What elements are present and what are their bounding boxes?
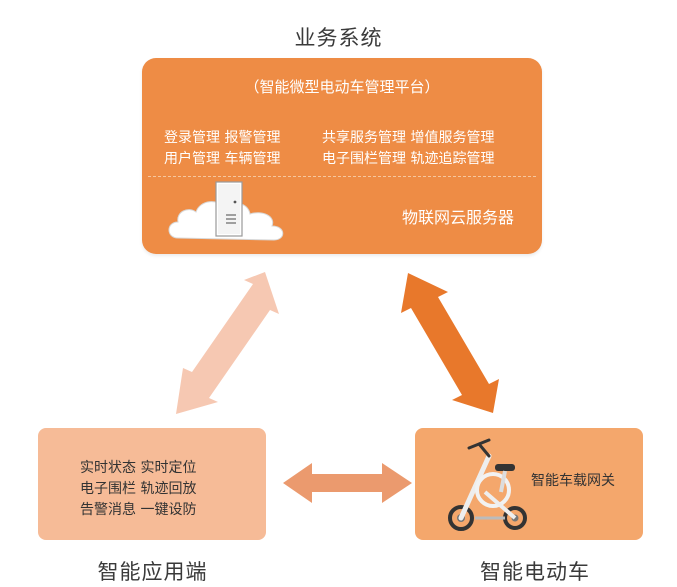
dashed-divider bbox=[148, 176, 536, 177]
app-functions: 实时状态 实时定位 电子围栏 轨迹回放 告警消息 一键设防 bbox=[80, 458, 196, 521]
business-system-title: 业务系统 bbox=[294, 26, 383, 50]
app-client-title: 智能应用端 bbox=[97, 560, 208, 584]
vehicle-gateway-label: 智能车载网关 bbox=[531, 473, 615, 489]
function-row: 用户管理 车辆管理 bbox=[164, 151, 281, 167]
app-function-row: 电子围栏 轨迹回放 bbox=[80, 481, 197, 497]
platform-name: （智能微型电动车管理平台） bbox=[244, 78, 440, 96]
cloud-platform-box: （智能微型电动车管理平台） 登录管理 报警管理 用户管理 车辆管理 共享服务管理… bbox=[142, 58, 542, 254]
e-scooter-icon bbox=[448, 438, 527, 531]
function-row: 电子围栏管理 轨迹追踪管理 bbox=[322, 151, 495, 167]
e-vehicle-box: 智能车载网关 bbox=[415, 428, 643, 540]
app-client-box: 实时状态 实时定位 电子围栏 轨迹回放 告警消息 一键设防 bbox=[38, 428, 266, 540]
function-row: 登录管理 报警管理 bbox=[164, 130, 281, 146]
functions-right-group: 共享服务管理 增值服务管理 电子围栏管理 轨迹追踪管理 bbox=[322, 128, 494, 170]
functions-left-group: 登录管理 报警管理 用户管理 车辆管理 bbox=[164, 128, 280, 170]
arrow-app-vehicle bbox=[283, 463, 412, 503]
cloud-server-icon bbox=[168, 181, 284, 241]
app-function-row: 告警消息 一键设防 bbox=[80, 502, 197, 518]
arrow-app-cloud bbox=[176, 272, 279, 414]
arrow-cloud-vehicle bbox=[401, 273, 499, 413]
e-vehicle-title: 智能电动车 bbox=[480, 560, 590, 584]
iot-cloud-server-label: 物联网云服务器 bbox=[401, 208, 514, 227]
app-function-row: 实时状态 实时定位 bbox=[80, 460, 197, 476]
function-row: 共享服务管理 增值服务管理 bbox=[322, 130, 495, 146]
